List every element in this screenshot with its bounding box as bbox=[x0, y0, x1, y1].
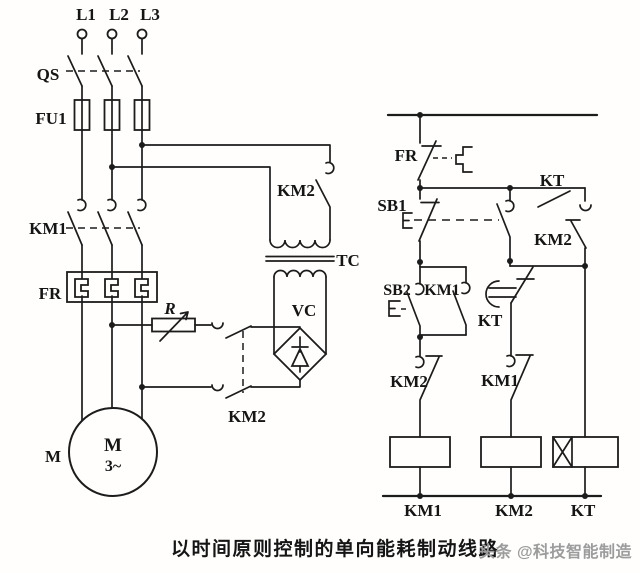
fu1-label: FU1 bbox=[35, 109, 66, 128]
km1-main-label: KM1 bbox=[29, 219, 67, 238]
terminal-circle bbox=[136, 28, 148, 40]
line-taps bbox=[109, 142, 331, 241]
tc-transformer: TC bbox=[265, 239, 360, 355]
coil-kt-label: KT bbox=[571, 501, 596, 520]
km2-nc-top-label: KM2 bbox=[534, 230, 572, 249]
motor-inner-label: M bbox=[104, 435, 122, 456]
tc-label: TC bbox=[336, 251, 360, 270]
resistor-label: R bbox=[163, 299, 175, 318]
phase-l2-label: L2 bbox=[109, 5, 129, 24]
vc-label: VC bbox=[292, 301, 317, 320]
kt-delay-contact: KT bbox=[478, 266, 535, 357]
sb1-nc-contact: SB1 bbox=[377, 187, 499, 268]
power-circuit: L1 L2 L3 QS FU1 bbox=[29, 5, 360, 497]
qs-switch: QS bbox=[37, 37, 143, 101]
kt-coil bbox=[552, 436, 619, 499]
vc-rectifier: VC bbox=[272, 301, 328, 382]
km2-nc-top-contact: KM2 bbox=[534, 219, 587, 267]
control-circuit: FR SB1 SB2 KM1 K bbox=[377, 112, 619, 520]
km1-interlock-label: KM1 bbox=[481, 371, 519, 390]
sb1-label: SB1 bbox=[377, 196, 406, 215]
km2-interlock-contact: KM2 bbox=[390, 355, 443, 438]
start-selfhold-group: SB2 KM1 bbox=[383, 266, 471, 357]
phase-terminals: L1 L2 L3 bbox=[76, 5, 160, 40]
motor-phase-label: 3~ bbox=[105, 458, 122, 475]
motor: M 3~ M bbox=[45, 407, 158, 497]
fu1-fuses: FU1 bbox=[35, 99, 151, 201]
kt-no-label: KT bbox=[540, 171, 565, 190]
km2-braking-contacts: KM2 bbox=[139, 322, 301, 426]
km1-interlock-contact: KM1 bbox=[481, 354, 534, 438]
km2-coil bbox=[480, 436, 542, 499]
km2-line-label: KM2 bbox=[277, 181, 315, 200]
phase-l3-label: L3 bbox=[140, 5, 160, 24]
coil-km1-label: KM1 bbox=[404, 501, 442, 520]
fr-nc-contact: FR bbox=[395, 114, 473, 189]
km2-line-contact: KM2 bbox=[277, 161, 335, 241]
terminal-circle bbox=[106, 28, 118, 40]
caption: 以时间原则控制的单向能耗制动线路 bbox=[171, 537, 499, 560]
km2-interlock-label: KM2 bbox=[390, 372, 428, 391]
km1-main-contacts: KM1 bbox=[29, 198, 147, 279]
km1-hold-label: KM1 bbox=[424, 282, 460, 299]
fr-control-label: FR bbox=[395, 146, 418, 165]
kt-no-contact: KT bbox=[537, 171, 592, 212]
coil-km2-label: KM2 bbox=[495, 501, 533, 520]
motor-outside-label: M bbox=[45, 447, 61, 466]
braking-resistor: R bbox=[109, 299, 212, 342]
fr-main-label: FR bbox=[39, 284, 62, 303]
terminal-circle bbox=[76, 28, 88, 40]
sb2-label: SB2 bbox=[383, 282, 411, 299]
fr-thermal-elements: FR bbox=[39, 271, 158, 422]
km1-coil bbox=[389, 436, 451, 499]
watermark: 头条 @科技智能制造 bbox=[479, 542, 633, 561]
qs-label: QS bbox=[37, 65, 60, 84]
sb1-no-contact bbox=[496, 187, 515, 267]
phase-l1-label: L1 bbox=[76, 5, 96, 24]
km2-brake-label: KM2 bbox=[228, 407, 266, 426]
kt-delay-label: KT bbox=[478, 311, 503, 330]
